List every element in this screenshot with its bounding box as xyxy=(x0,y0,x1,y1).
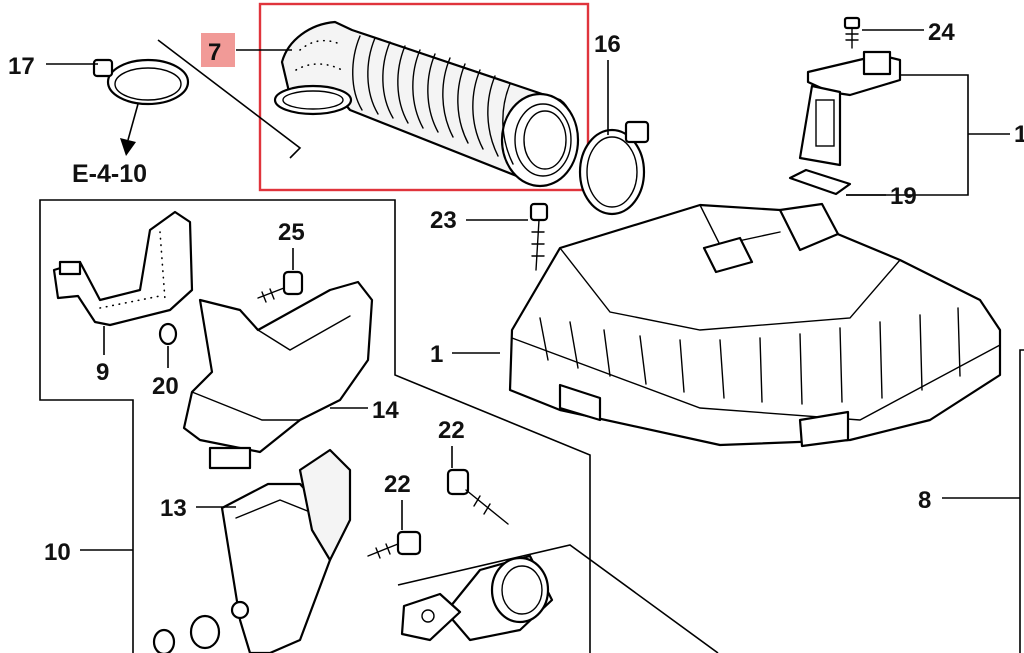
arrow-e410-head xyxy=(120,138,136,156)
callout-8: 8 xyxy=(918,487,931,514)
group-frame-15 xyxy=(846,74,969,196)
bracket-9 xyxy=(52,210,194,327)
group-frame-10 xyxy=(39,199,591,653)
clamp-16 xyxy=(578,120,650,216)
callout-19: 19 xyxy=(890,183,917,210)
callout-14: 14 xyxy=(372,397,399,424)
highlight-tag-7 xyxy=(201,33,235,67)
inlet-duct-13 xyxy=(220,448,352,653)
callout-25: 25 xyxy=(278,219,305,246)
elbow-frame xyxy=(397,544,719,653)
callout-1-right: 1 xyxy=(1014,121,1024,148)
maf-sensor xyxy=(798,50,902,167)
arrow-e410-shaft xyxy=(127,103,139,141)
callout-17: 17 xyxy=(8,53,35,80)
leader-17-7 xyxy=(157,39,302,159)
highlight-box-7 xyxy=(258,2,590,192)
callout-24: 24 xyxy=(928,19,955,46)
bolt-22-upper xyxy=(446,468,509,525)
air-cleaner-housing xyxy=(508,202,1002,448)
callout-9: 9 xyxy=(96,359,109,386)
grommets xyxy=(152,600,250,653)
callout-10: 10 xyxy=(44,539,71,566)
callout-16: 16 xyxy=(594,31,621,58)
callout-23: 23 xyxy=(430,207,457,234)
bolt-25 xyxy=(257,270,304,303)
screw-24 xyxy=(843,16,861,49)
callout-22a: 22 xyxy=(438,417,465,444)
callout-20: 20 xyxy=(152,373,179,400)
bolt-23 xyxy=(529,202,549,271)
intake-hose xyxy=(273,20,580,188)
callout-7: 7 xyxy=(208,39,221,66)
ref-e-4-10: E-4-10 xyxy=(72,160,147,188)
callout-1: 1 xyxy=(430,341,443,368)
group-frame-8 xyxy=(1019,349,1024,653)
washer-20 xyxy=(158,322,178,346)
clamp-17 xyxy=(92,58,190,106)
duct-14 xyxy=(182,280,374,470)
callout-22b: 22 xyxy=(384,471,411,498)
bolt-22-lower xyxy=(367,530,422,559)
duct-elbow xyxy=(400,554,554,642)
gasket-19 xyxy=(788,168,852,196)
callout-13: 13 xyxy=(160,495,187,522)
